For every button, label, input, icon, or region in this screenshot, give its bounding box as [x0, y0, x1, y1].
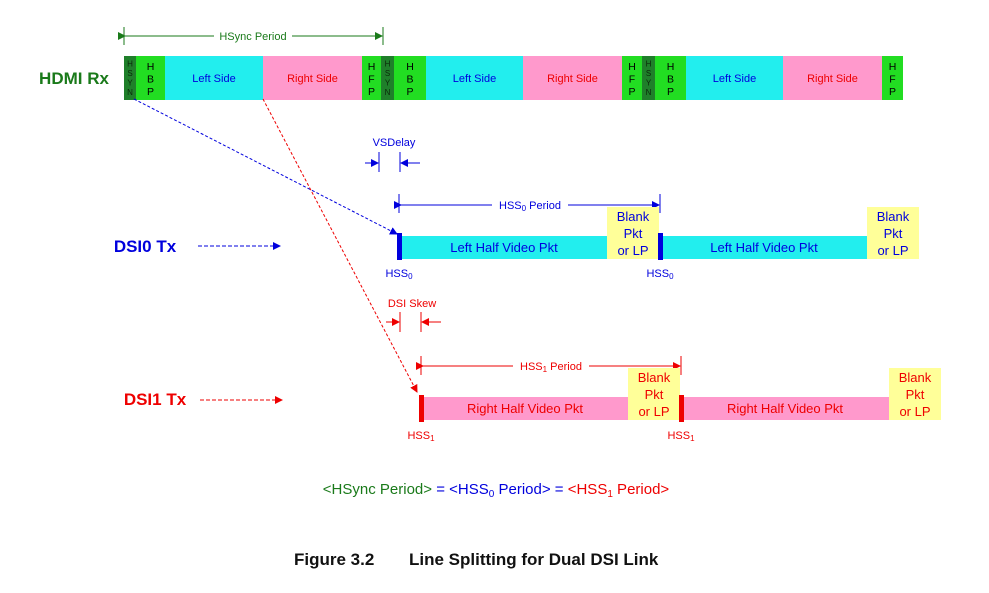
- svg-text:Blank: Blank: [899, 370, 932, 385]
- svg-text:or LP: or LP: [638, 404, 669, 419]
- hsync-period-dimension: HSync Period: [118, 27, 384, 45]
- hdmi-right-label-1: Right Side: [287, 73, 338, 85]
- dsi0-hss-marker-1: [397, 233, 402, 260]
- dsi0-hss-marker-2: [658, 233, 663, 260]
- hdmi-right-segment-1: [263, 56, 362, 100]
- hdmi-hsyn-segment-1: [124, 56, 136, 100]
- hdmi-hbp-segment-1: [136, 56, 165, 100]
- dsi1-hss-label-1: HSS1: [407, 430, 435, 443]
- hdmi-hfp-segment-3: [882, 56, 903, 100]
- hdmi-rx-label: HDMI Rx: [39, 69, 109, 88]
- hsync-period-label: HSync Period: [219, 31, 286, 43]
- dsi0-timeline: Left Half Video Pkt Blank Pkt or LP Left…: [385, 207, 919, 281]
- hss0-period-dimension: HSS0 Period: [394, 194, 661, 213]
- dsi1-right-half-video-pkt-2-label: Right Half Video Pkt: [727, 401, 843, 416]
- hdmi-left-label-2: Left Side: [453, 73, 496, 85]
- dsi1-right-half-video-pkt-1: [421, 397, 628, 420]
- svg-text:Blank: Blank: [617, 209, 650, 224]
- vsdelay-dimension: VSDelay: [365, 137, 420, 172]
- svg-text:Blank: Blank: [638, 370, 671, 385]
- dsi1-right-half-video-pkt-1-label: Right Half Video Pkt: [467, 401, 583, 416]
- dsi1-hss-label-2: HSS1: [667, 430, 695, 443]
- dsi0-left-half-video-pkt-1: [399, 236, 607, 259]
- svg-text:Blank: Blank: [877, 209, 910, 224]
- hdmi-hbp-segment-3: [655, 56, 686, 100]
- hdmi-left-label-3: Left Side: [713, 73, 756, 85]
- dsi1-timeline: Right Half Video Pkt Blank Pkt or LP Rig…: [407, 368, 941, 443]
- hdmi-right-label-2: Right Side: [547, 73, 598, 85]
- hdmi-right-segment-2: [523, 56, 622, 100]
- right-side-to-hss1-mapping-arrow: [262, 98, 418, 393]
- hdmi-right-label-3: Right Side: [807, 73, 858, 85]
- hss1-period-label: HSS1 Period: [520, 361, 582, 374]
- svg-text:Pkt: Pkt: [884, 226, 903, 241]
- hdmi-hbp-segment-2: [394, 56, 426, 100]
- dsi1-blank-pkt-2: [889, 368, 941, 420]
- dsi0-left-half-video-pkt-2: [660, 236, 867, 259]
- hdmi-left-segment-2: [426, 56, 523, 100]
- dsi0-left-half-video-pkt-1-label: Left Half Video Pkt: [450, 240, 558, 255]
- figure-number: Figure 3.2: [294, 550, 374, 569]
- hdmi-left-segment-1: [165, 56, 263, 100]
- hdmi-hsyn-segment-3: [642, 56, 655, 100]
- dsi0-blank-pkt-2: [867, 207, 919, 259]
- dsi1-hss-marker-1: [419, 395, 424, 422]
- dsi1-hss-marker-2: [679, 395, 684, 422]
- hdmi-left-label-1: Left Side: [192, 73, 235, 85]
- svg-text:Pkt: Pkt: [906, 387, 925, 402]
- hdmi-hfp-segment-2: [622, 56, 642, 100]
- svg-text:Pkt: Pkt: [645, 387, 664, 402]
- svg-text:or LP: or LP: [899, 404, 930, 419]
- dsi1-blank-pkt-1: [628, 368, 680, 420]
- vsdelay-label: VSDelay: [373, 137, 416, 149]
- dsi1-right-half-video-pkt-2: [681, 397, 889, 420]
- period-equation: <HSync Period> = <HSS0 Period> = <HSS1 P…: [323, 481, 670, 500]
- dsi1-tx-label: DSI1 Tx: [124, 390, 187, 409]
- hdmi-hsyn-segment-2: [381, 56, 394, 100]
- figure-title: Line Splitting for Dual DSI Link: [409, 550, 659, 569]
- hdmi-left-segment-3: [686, 56, 783, 100]
- dsi0-hss-label-2: HSS0: [646, 268, 674, 281]
- dsi0-hss-label-1: HSS0: [385, 268, 413, 281]
- hdmi-right-segment-3: [783, 56, 882, 100]
- dsi-skew-label: DSI Skew: [388, 298, 436, 310]
- hdmi-hfp-segment-1: [362, 56, 381, 100]
- svg-text:or LP: or LP: [877, 243, 908, 258]
- dsi0-tx-label: DSI0 Tx: [114, 237, 177, 256]
- svg-text:Pkt: Pkt: [624, 226, 643, 241]
- svg-text:or LP: or LP: [617, 243, 648, 258]
- hss0-period-label: HSS0 Period: [499, 200, 561, 213]
- dsi0-left-half-video-pkt-2-label: Left Half Video Pkt: [710, 240, 818, 255]
- dsi0-blank-pkt-1: [607, 207, 659, 259]
- hss1-period-dimension: HSS1 Period: [416, 356, 682, 375]
- hsync-to-hss0-mapping-arrow: [133, 98, 398, 235]
- dsi-skew-dimension: DSI Skew: [386, 298, 441, 332]
